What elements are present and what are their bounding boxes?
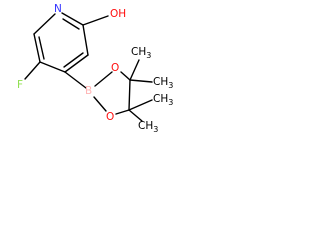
dioxaborolane-ring	[93, 59, 153, 122]
bond-b-o-upper	[94, 71, 113, 87]
bond-c-methyl-4	[128, 109, 143, 122]
bond-c-f	[24, 61, 41, 80]
oxygen-lower-label: O	[106, 111, 114, 123]
bond-c6-n	[61, 12, 84, 26]
chemical-structure: N OH F B O O CH3 CH3 CH3 CH3	[17, 3, 173, 132]
bond-c4-c5-inner	[63, 52, 84, 68]
bond-c-methyl-3	[128, 99, 153, 111]
bond-o-upper-c	[120, 71, 131, 81]
boron-label: B	[85, 85, 92, 97]
nitrogen-label: N	[54, 3, 62, 15]
bond-c-methyl-1	[129, 59, 140, 81]
bond-c-c	[128, 79, 131, 111]
bond-c3-c4	[39, 61, 66, 73]
bond-c2-c3	[33, 33, 41, 63]
methyl-label-1: CH3	[131, 46, 151, 60]
bond-o-lower-c	[115, 109, 130, 115]
bond-c-b	[64, 71, 87, 89]
methyl-label-4: CH3	[138, 120, 158, 132]
bond-n-c2	[33, 13, 56, 35]
bond-c-oh	[82, 15, 109, 26]
bond-c4-c5	[64, 54, 89, 73]
methyl-label-3: CH3	[153, 93, 173, 107]
bond-b-o-lower	[93, 96, 107, 112]
methyl-label-2: CH3	[153, 76, 173, 90]
bond-c-methyl-2	[129, 79, 153, 83]
oxygen-upper-label: O	[111, 62, 119, 74]
bond-c2-c3-inner	[38, 36, 45, 60]
fluorine-label: F	[17, 79, 23, 91]
bond-c5-c6	[82, 24, 89, 56]
bond-c6-n-inner	[62, 18, 80, 30]
hydroxyl-label: OH	[110, 8, 126, 20]
pyridine-ring	[33, 12, 89, 73]
